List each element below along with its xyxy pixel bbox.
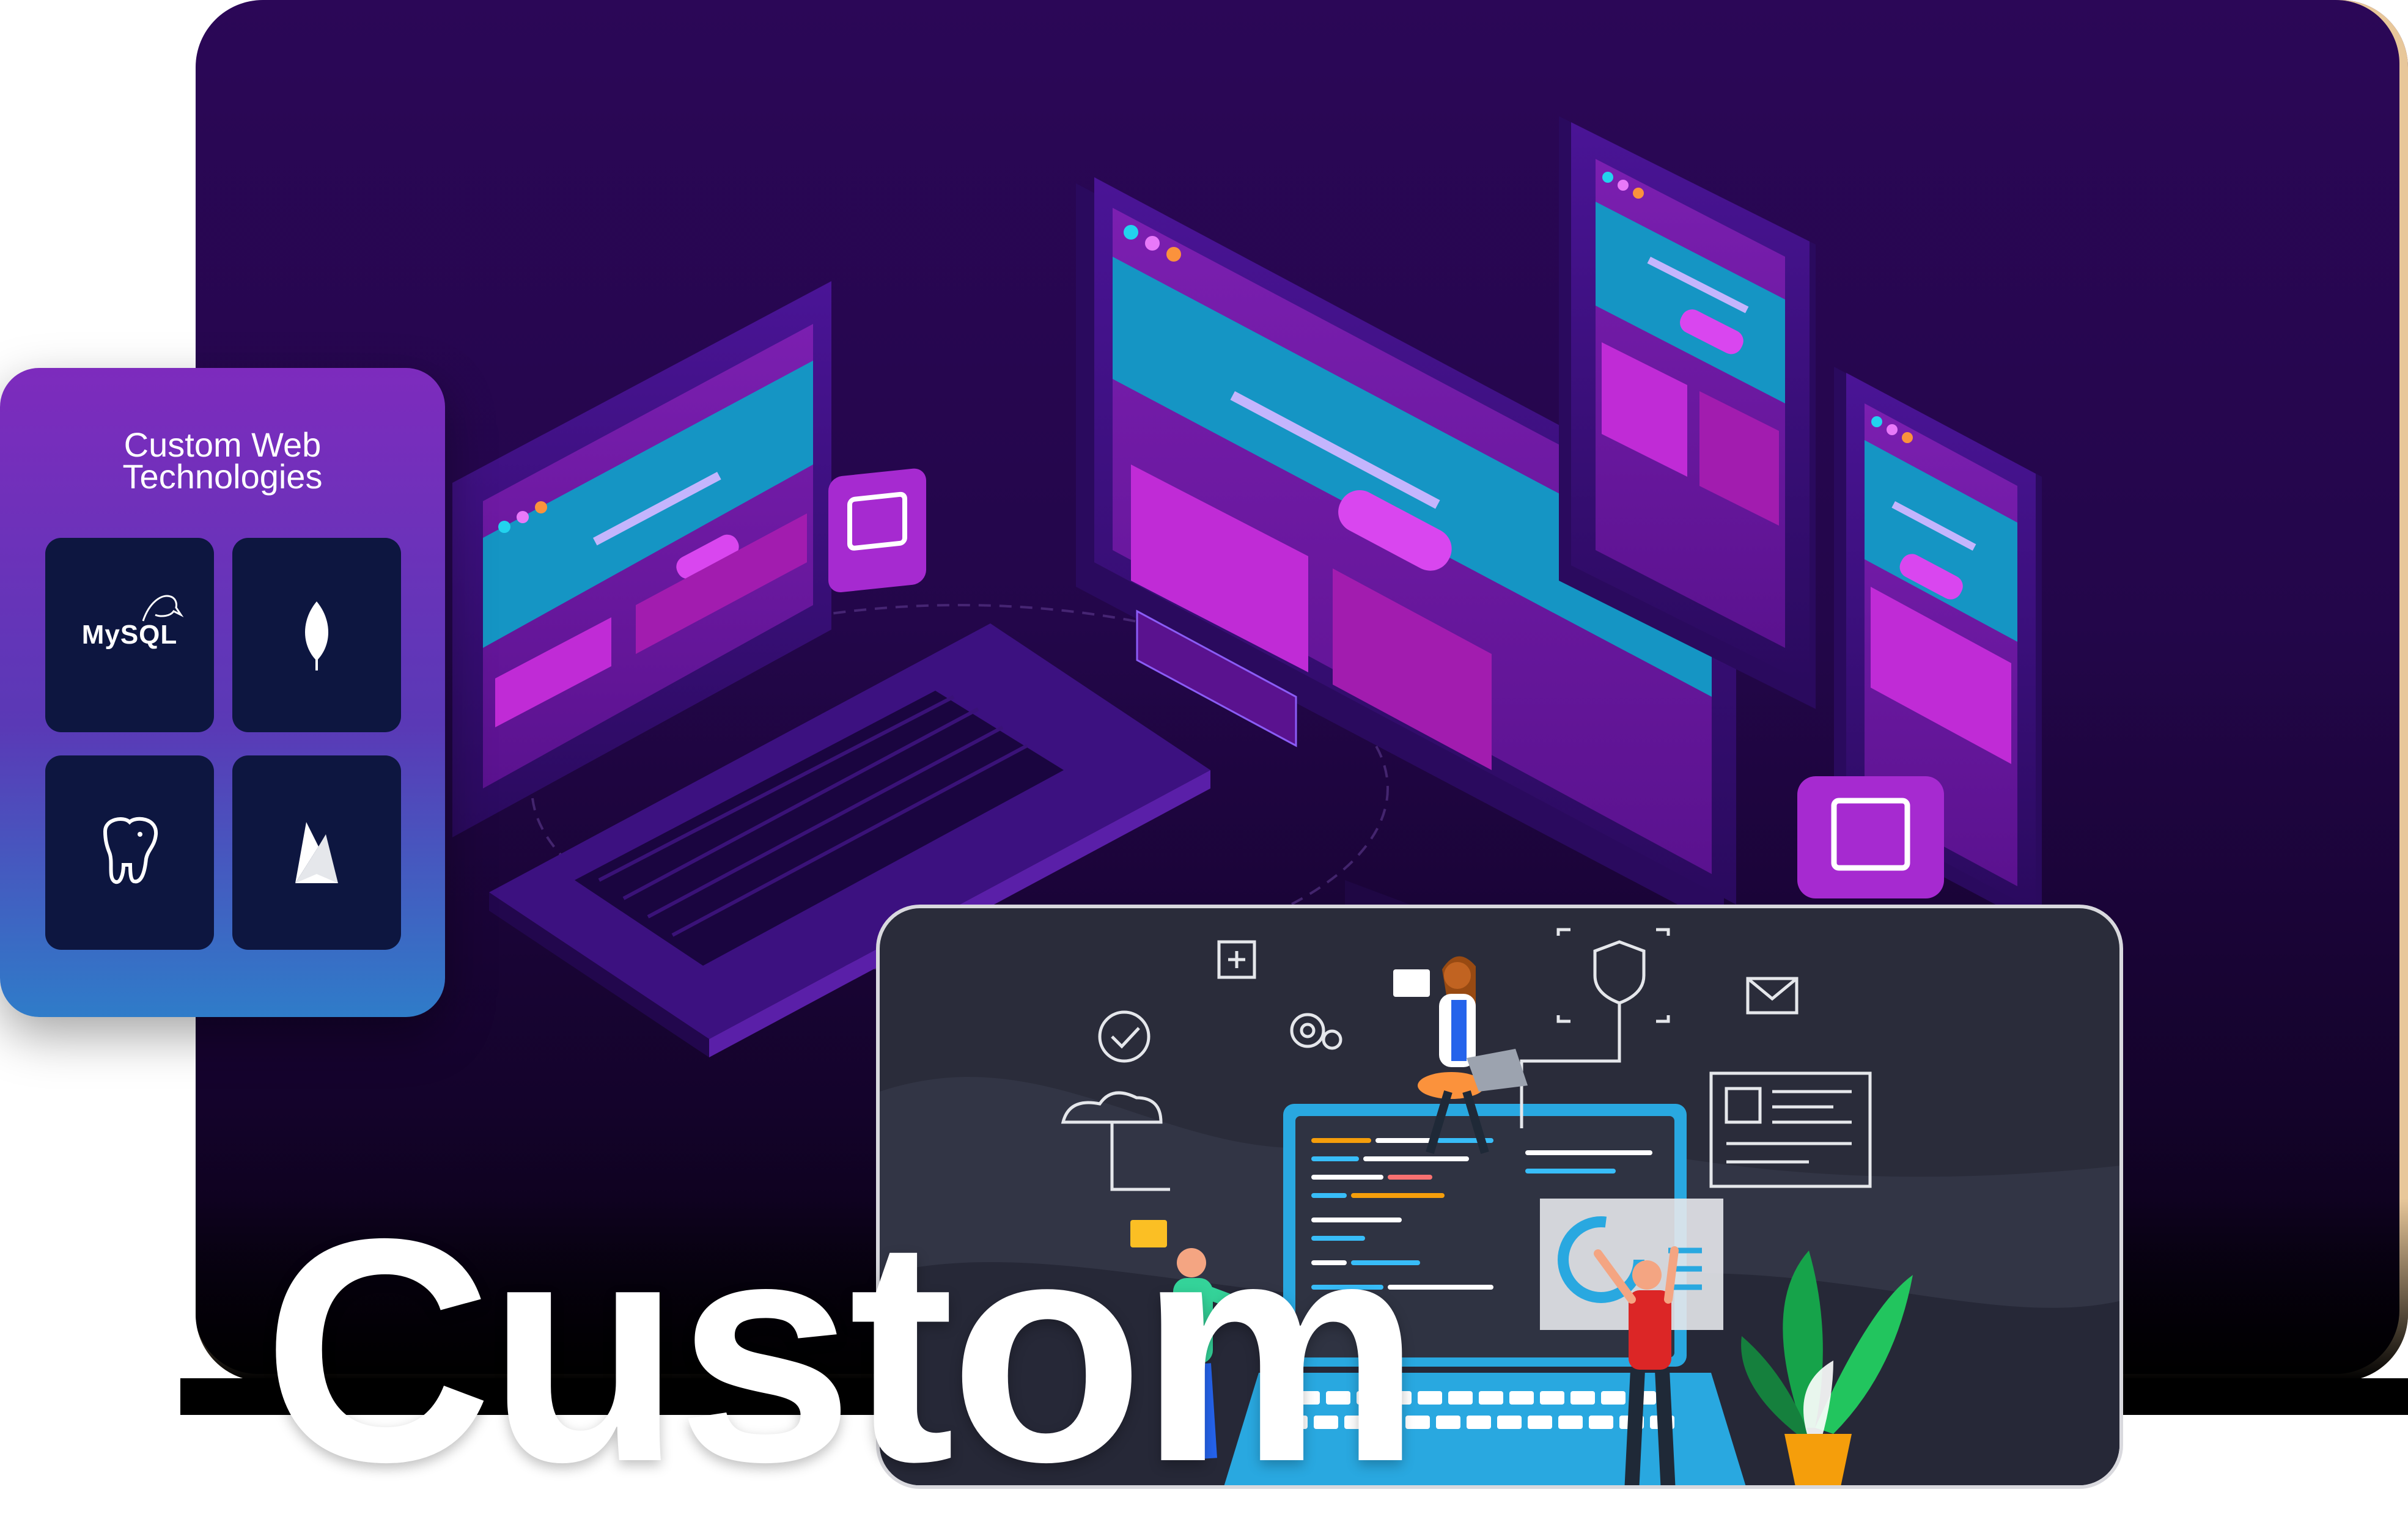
- cloud-icon: [1061, 1091, 1163, 1124]
- mysql-dolphin-icon: MySQL: [81, 595, 184, 650]
- panel-title-line2: Technologies: [122, 457, 323, 496]
- panel-title-line1: Custom Web: [123, 425, 322, 464]
- monitor-illustration: [1076, 177, 1736, 990]
- developer-scene: [880, 928, 2119, 1485]
- chat-icon: [1393, 969, 1430, 997]
- postgresql-elephant-icon: [103, 817, 158, 884]
- laptop-illustration: [452, 281, 1210, 1057]
- mongodb-leaf-icon: [304, 601, 329, 670]
- technologies-panel: Custom Web Technologies MySQL: [0, 368, 445, 1017]
- mail-icon: [1746, 977, 1799, 1015]
- chart-donut-icon: [1558, 1216, 1644, 1303]
- plus-icon: [1217, 940, 1256, 979]
- phone-illustration: [1797, 367, 2042, 929]
- panel-title: Custom Web Technologies: [0, 425, 445, 496]
- tech-tile-firebase[interactable]: [232, 755, 401, 950]
- shield-icon: [1593, 940, 1646, 1005]
- headline: Custom: [263, 1173, 1422, 1528]
- tech-tile-mongodb[interactable]: [232, 538, 401, 732]
- check-circle-icon: [1098, 1010, 1151, 1063]
- firebase-flame-icon: [295, 822, 338, 883]
- tech-tile-postgresql[interactable]: [45, 755, 214, 950]
- mysql-label: MySQL: [81, 620, 178, 650]
- tech-tile-mysql[interactable]: MySQL: [45, 538, 214, 732]
- tablet-illustration: [1559, 116, 1816, 709]
- developer-illustration-card: [876, 905, 2123, 1489]
- devices-illustration: [452, 116, 2042, 1057]
